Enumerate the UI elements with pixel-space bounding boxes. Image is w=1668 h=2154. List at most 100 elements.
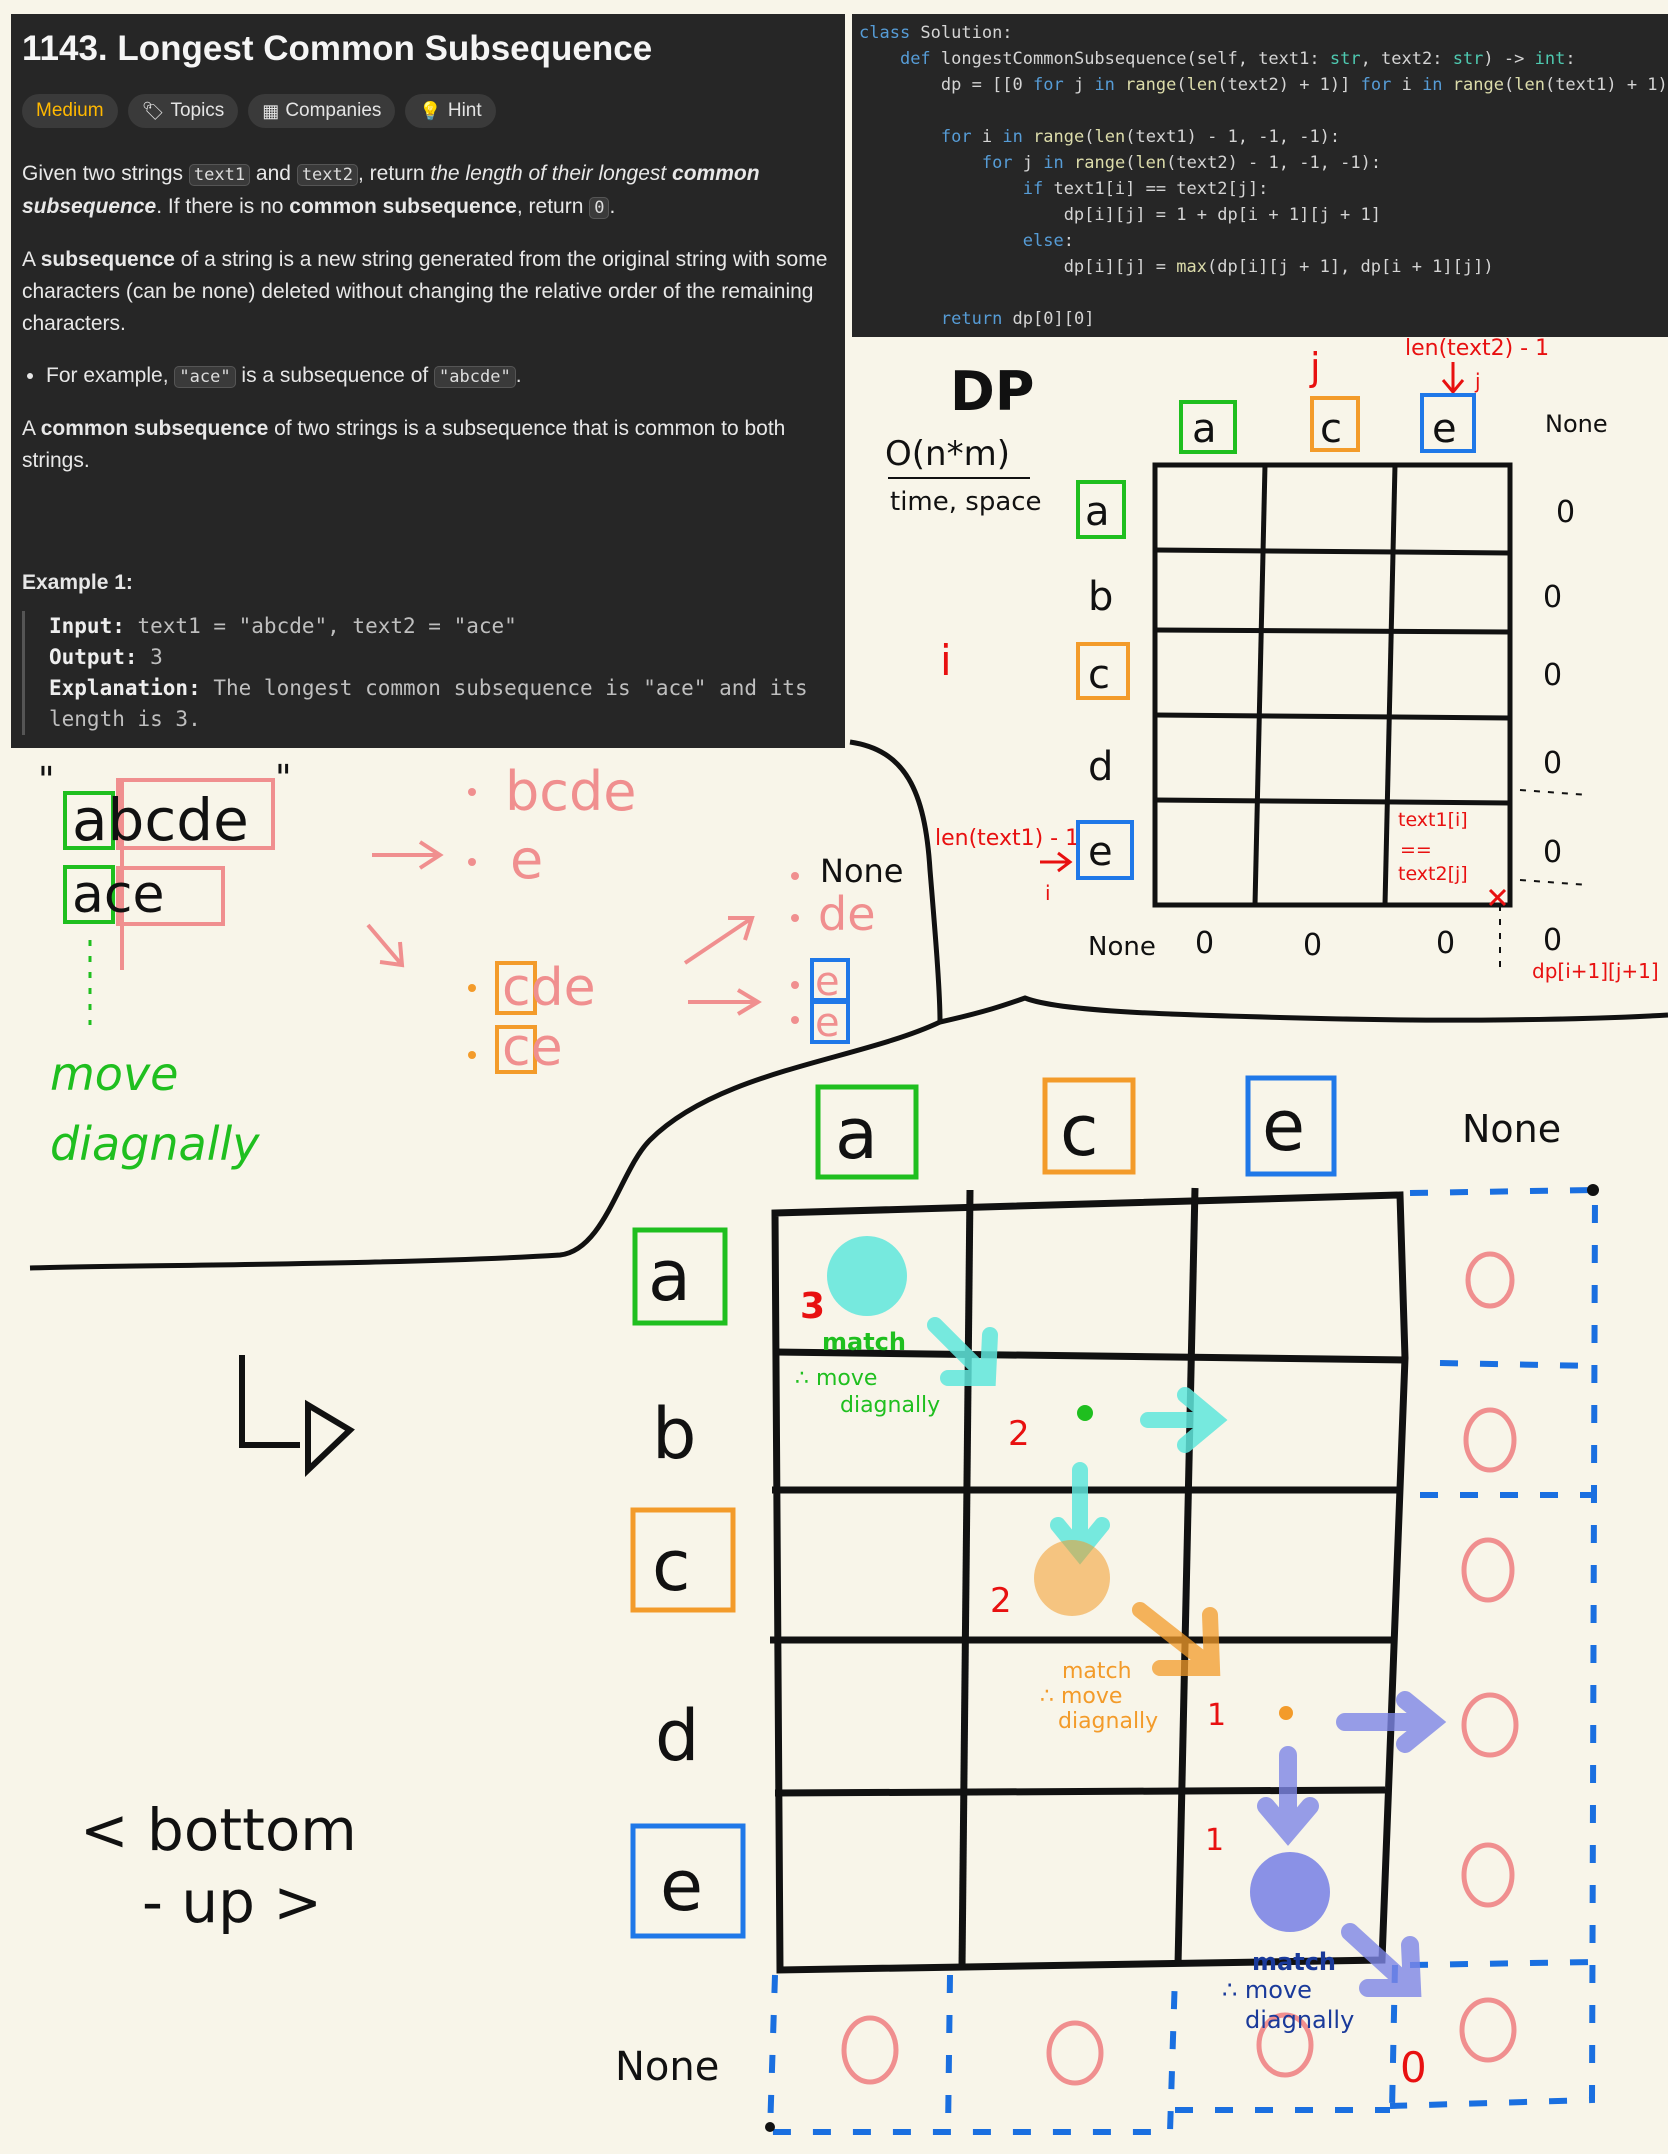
cell-value: 3 [800,1286,825,1327]
description-2: A subsequence of a string is a new strin… [22,248,828,335]
code-line: dp[i][j] = max(dp[i][j + 1], dp[i + 1][j… [859,257,1494,277]
top-dp-table: DP O(n*m) time, space j len(text2) - 1 j… [885,336,1659,983]
diag-note: diagnally [1058,1709,1158,1734]
text1-handwritten: abcde [72,786,249,854]
companies-tag[interactable]: ▦Companies [248,94,396,128]
j-small: j [1474,369,1481,393]
cell-value: 1 [1207,1698,1226,1733]
row-header: d [1088,744,1113,790]
branch-e: e [510,828,543,891]
code-line: else: [1022,231,1074,251]
dp-title: DP [950,360,1034,423]
base-zero-red: 0 [1400,2043,1427,2092]
i-label: i [940,636,952,685]
difficulty-badge[interactable]: Medium [22,94,118,128]
row-header: e [1088,829,1113,875]
arrow [688,988,762,1016]
hint-label: Hint [447,100,482,121]
triangle-icon [305,1399,355,1477]
cell-value: 1 [1205,1823,1224,1858]
time-space-label: time, space [890,487,1042,517]
condition-text: text2[j] [1398,863,1468,885]
branch-none: None [820,852,903,890]
base-zero: 0 [1436,926,1455,961]
row-header: e [660,1845,703,1927]
branch-e: e [815,1000,840,1046]
subsequence-sketch: " " abcde ace move diagnally bcde e cde … [38,758,903,1171]
char-box-a [63,865,115,924]
none-label: None [1088,932,1156,962]
code-line: if text1[i] == text2[j]: [1022,179,1269,199]
topics-tag[interactable]: 🏷Topics [127,94,239,128]
example-heading: Example 1: [22,571,133,594]
code-line: dp[i][j] = 1 + dp[i + 1][j + 1] [859,205,1381,225]
base-zero: 0 [1543,746,1562,781]
base-zero: 0 [1543,580,1562,615]
cell-value: 2 [1008,1414,1030,1454]
cell-value: 2 [990,1581,1012,1621]
base-zero: 0 [1303,928,1322,963]
col-header: e [1262,1085,1305,1167]
cell-marker [1034,1540,1110,1616]
example-bullet: For example, "ace" is a subsequence of "… [22,360,833,393]
quote-mark: " [38,760,55,801]
hint-tag[interactable]: 💡Hint [405,94,496,128]
move-note: ∴ move [795,1366,877,1391]
diag-note: diagnally [840,1393,940,1418]
code-line: class Solution: [859,23,1013,43]
base-zero: 0 [1543,658,1562,693]
row-header: b [652,1393,696,1475]
problem-panel: 1143. Longest Common Subsequence Medium … [11,14,845,748]
description-3: A common subsequence of two strings is a… [22,417,786,472]
tag-row: Medium 🏷Topics ▦Companies 💡Hint [22,94,833,128]
text2-handwritten: ace [72,865,164,925]
companies-label: Companies [285,100,382,121]
branch-de: de [818,887,876,941]
tag-icon: 🏷 [141,101,165,121]
arrow [372,840,444,870]
row-header: a [1085,489,1110,535]
dp-next-label: dp[i+1][j+1] [1532,959,1659,983]
col-header: c [1060,1090,1099,1172]
cell-marker [827,1236,907,1316]
move-note: ∴ move [1040,1684,1122,1709]
bottom-up-label: < bottom [80,1796,357,1864]
divider-line [29,1019,942,1271]
lightbulb-icon: 💡 [419,101,442,121]
cell-marker [1250,1852,1330,1932]
quote-mark: " [275,758,292,799]
match-label: match [1062,1659,1132,1684]
row-header: a [648,1235,691,1317]
arrow [683,916,755,965]
arrow [366,923,405,968]
base-zero: 0 [1556,495,1575,530]
bottom-dp-table: a c e None a b c d e None [615,1075,1599,2135]
base-zero: 0 [1543,835,1562,870]
condition-text: == [1400,839,1432,861]
code-line: for j in range(len(text2) - 1, -1, -1): [981,153,1382,173]
row-header: c [652,1525,691,1607]
rest-box [116,866,225,926]
branch-e: e [815,959,840,1005]
code-line: def longestCommonSubsequence(self, text1… [899,49,1576,69]
col-header: c [1320,406,1342,452]
move-note: ∴ move [1222,1976,1312,2004]
len-text2-label: len(text2) - 1 [1405,336,1549,361]
none-label: None [1545,410,1608,438]
example-block: Input: text1 = "abcde", text2 = "ace" Ou… [22,611,833,735]
row-header: d [655,1695,699,1777]
problem-title: 1143. Longest Common Subsequence [22,29,653,68]
branch-bcde: bcde [505,760,636,823]
condition-text: text1[i] [1398,809,1468,831]
move-label: move [50,1047,178,1101]
code-line: for i in range(len(text1) - 1, -1, -1): [940,127,1341,147]
j-label: j [1309,345,1321,389]
code-panel[interactable]: class Solution: def longestCommonSubsequ… [852,14,1668,337]
i-small: i [1045,881,1051,905]
diagonally-label: diagnally [50,1117,260,1171]
description-1: Given two strings text1 and text2, retur… [22,162,760,219]
col-header: a [835,1093,878,1175]
col-header: a [1192,406,1217,452]
diag-note: diagnally [1245,2006,1354,2034]
